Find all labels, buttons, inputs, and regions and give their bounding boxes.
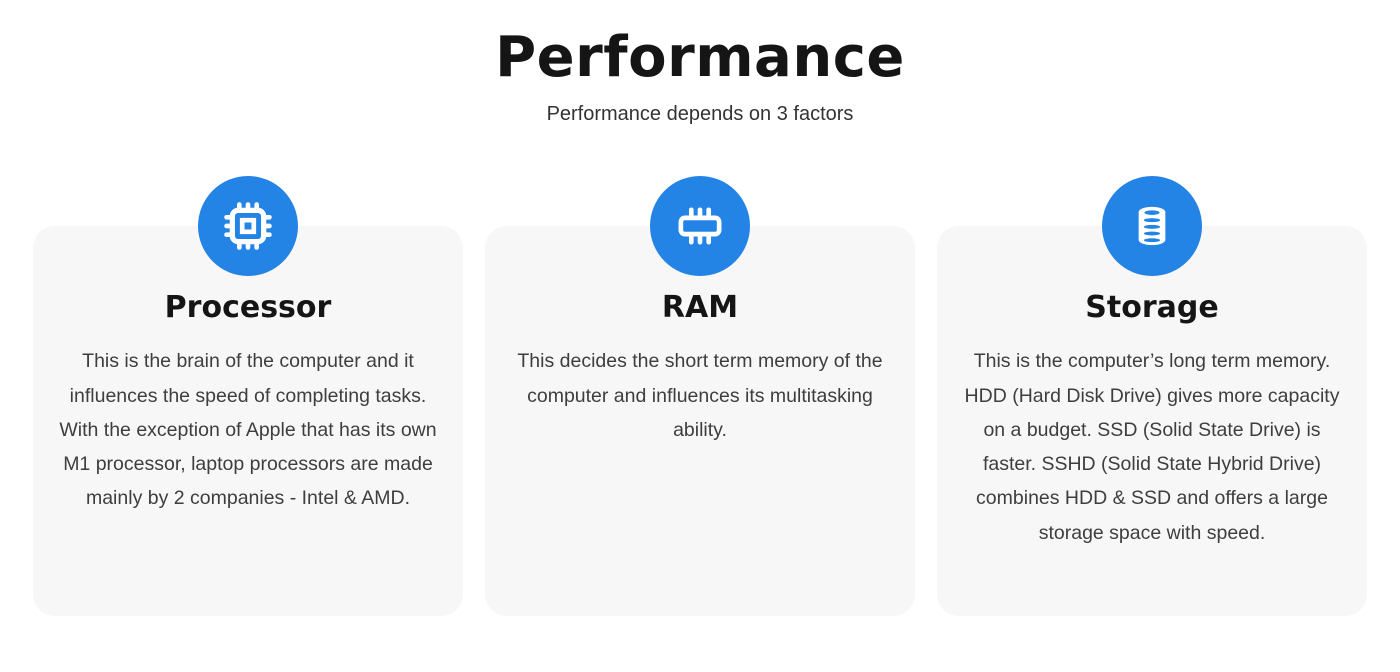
card-title: RAM	[661, 290, 739, 326]
card-title: Storage	[1085, 290, 1219, 326]
storage-database-icon	[1102, 176, 1202, 277]
factor-cards-row: Processor This is the brain of the compu…	[0, 176, 1400, 617]
card-ram: RAM This decides the short term memory o…	[485, 176, 915, 617]
processor-chip-icon	[198, 176, 298, 277]
page-title: Performance	[495, 25, 905, 90]
card-storage: Storage This is the computer’s long term…	[937, 176, 1367, 617]
ram-memory-icon	[650, 176, 750, 277]
card-description: This decides the short term memory of th…	[517, 350, 883, 441]
page-subtitle: Performance depends on 3 factors	[546, 103, 854, 126]
card-description: This is the computer’s long term memory.…	[964, 350, 1340, 544]
card-description: This is the brain of the computer and it…	[59, 350, 437, 510]
card-title: Processor	[164, 290, 332, 326]
page-header: Performance Performance depends on 3 fac…	[0, 0, 1400, 126]
card-processor: Processor This is the brain of the compu…	[33, 176, 463, 617]
